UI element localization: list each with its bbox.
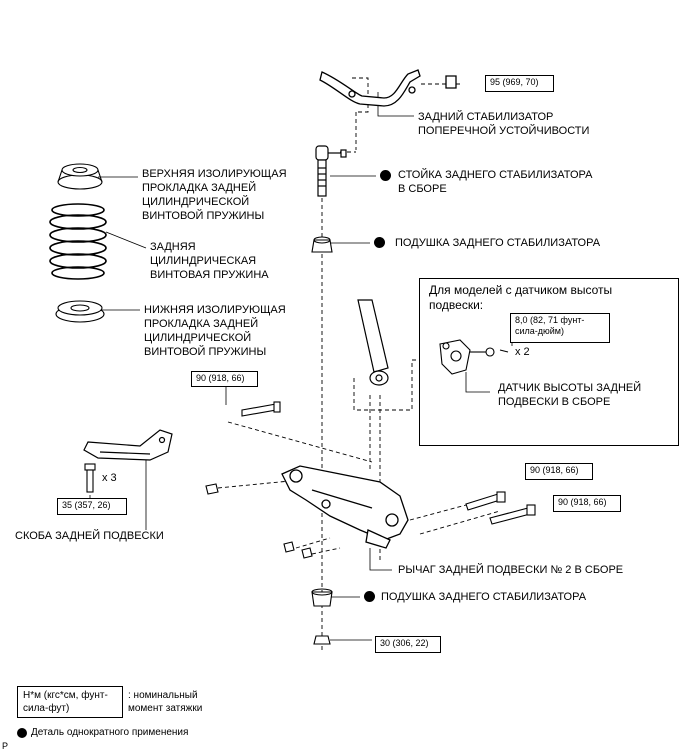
torque-height-sensor-bolt: 8,0 (82, 71 фунт- сила-дюйм) bbox=[510, 313, 610, 343]
legend-non-reusable-marker bbox=[17, 728, 27, 738]
height-sensor-frame bbox=[419, 278, 679, 446]
label-rear-stabilizer-bar: ЗАДНИЙ СТАБИЛИЗАТОР ПОПЕРЕЧНОЙ УСТОЙЧИВО… bbox=[418, 111, 590, 137]
legend-torque-unit-box: Н*м (кгс*см, фунт- сила-фут) bbox=[17, 686, 123, 718]
torque-arm-bolt-right-lower: 90 (918, 66) bbox=[553, 495, 621, 512]
torque-stabilizer-nut: 95 (969, 70) bbox=[485, 75, 554, 92]
legend-non-reusable-text: Деталь однократного применения bbox=[31, 727, 189, 738]
label-suspension-brace: СКОБА ЗАДНЕЙ ПОДВЕСКИ bbox=[15, 530, 164, 542]
label-suspension-arm: РЫЧАГ ЗАДНЕЙ ПОДВЕСКИ № 2 В СБОРЕ bbox=[398, 564, 624, 576]
torque-lower-nut: 30 (306, 22) bbox=[375, 636, 441, 653]
fasteners bbox=[84, 401, 536, 645]
qty-sensor-bolts: x 2 bbox=[515, 346, 530, 358]
qty-brace-bolts: x 3 bbox=[102, 472, 117, 484]
label-stabilizer-bushing-upper: ПОДУШКА ЗАДНЕГО СТАБИЛИЗАТОРА bbox=[395, 237, 601, 249]
upper-bushing-shape bbox=[311, 236, 333, 253]
label-lower-insulator: НИЖНЯЯ ИЗОЛИРУЮЩАЯ ПРОКЛАДКА ЗАДНЕЙ ЦИЛИ… bbox=[144, 304, 286, 358]
legend-torque-unit-description: : номинальный момент затяжки bbox=[128, 690, 203, 714]
torque-brace-bolt: 35 (357, 26) bbox=[57, 498, 127, 515]
upper-insulator-shape bbox=[57, 163, 103, 190]
stabilizer-link-shape bbox=[315, 145, 347, 197]
torque-arm-bolt-right-upper: 90 (918, 66) bbox=[525, 463, 593, 480]
label-coil-spring: ЗАДНЯЯ ЦИЛИНДРИЧЕСКАЯ ВИНТОВАЯ ПРУЖИНА bbox=[150, 241, 269, 281]
stabilizer-bar-shape bbox=[319, 69, 457, 107]
lower-insulator-shape bbox=[55, 300, 105, 323]
coil-spring-shape bbox=[49, 203, 107, 280]
suspension-arm-shape bbox=[281, 465, 409, 549]
leader-lines bbox=[89, 92, 513, 641]
non-reusable-marker-link bbox=[380, 170, 391, 181]
footer-code: P bbox=[2, 741, 9, 751]
shock-absorber-shape bbox=[357, 299, 389, 386]
label-stabilizer-link: СТОЙКА ЗАДНЕГО СТАБИЛИЗАТОРА В СБОРЕ bbox=[398, 169, 593, 195]
non-reusable-marker-bushing-upper bbox=[374, 237, 385, 248]
label-upper-insulator: ВЕРХНЯЯ ИЗОЛИРУЮЩАЯ ПРОКЛАДКА ЗАДНЕЙ ЦИЛ… bbox=[142, 168, 287, 222]
torque-arm-bolt-left: 90 (918, 66) bbox=[191, 371, 258, 387]
height-sensor-frame-title: Для моделей с датчиком высоты подвески: bbox=[429, 283, 613, 312]
non-reusable-marker-bushing-lower bbox=[364, 591, 375, 602]
suspension-brace-shape bbox=[83, 429, 173, 461]
label-stabilizer-bushing-lower: ПОДУШКА ЗАДНЕГО СТАБИЛИЗАТОРА bbox=[381, 591, 587, 603]
label-height-sensor: ДАТЧИК ВЫСОТЫ ЗАДНЕЙ ПОДВЕСКИ В СБОРЕ bbox=[498, 382, 642, 408]
height-sensor-shape bbox=[439, 339, 509, 375]
